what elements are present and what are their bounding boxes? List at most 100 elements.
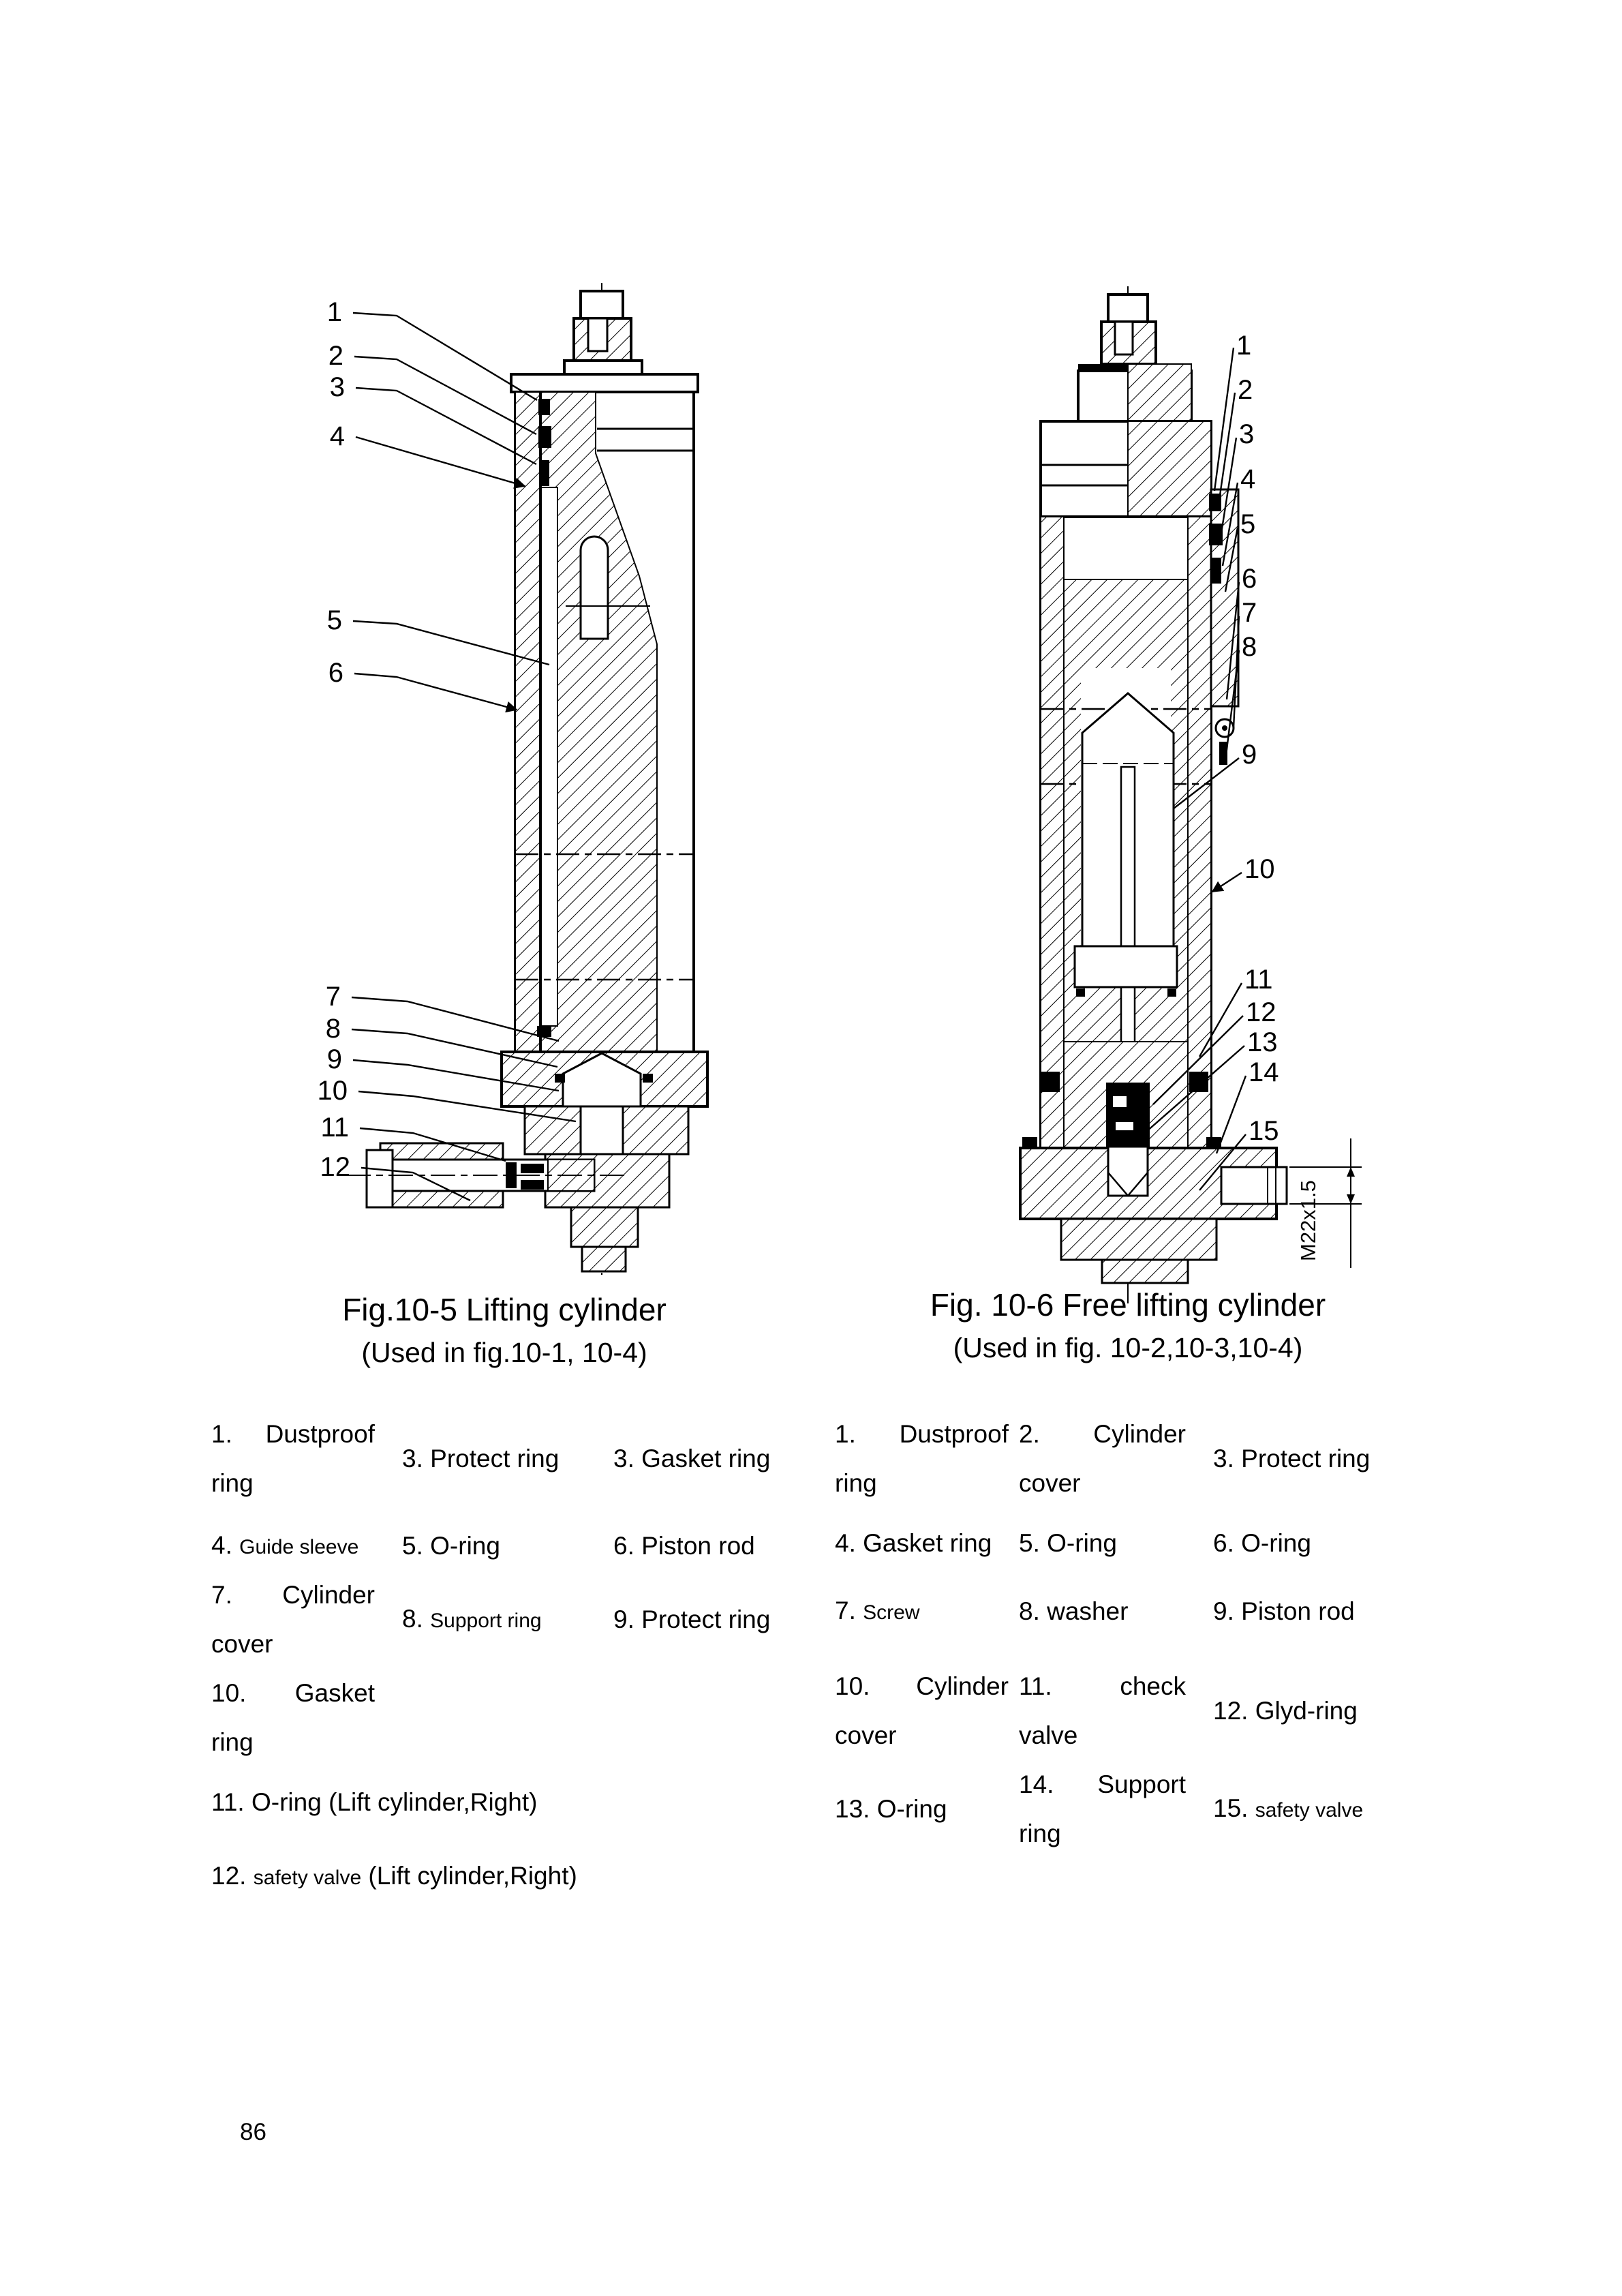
part-name: Glyd-ring <box>1255 1697 1358 1725</box>
caption-subtitle: (Used in fig. 10-2,10-3,10-4) <box>953 1331 1303 1363</box>
part-name: Support ring <box>430 1609 542 1632</box>
part-item: 9. Piston rod <box>1213 1587 1431 1636</box>
parts-row: 7. Cylinder cover 8. Support ring 9. Pro… <box>211 1571 838 1669</box>
base-foot-step <box>1101 1258 1189 1284</box>
dimension-label: M22x1.5 <box>1296 1180 1320 1261</box>
piston-flange <box>1073 945 1178 988</box>
callout-number: 12 <box>1246 997 1276 1027</box>
part-item: 7. Cylinder cover <box>211 1571 375 1669</box>
part-number: 12. <box>211 1862 247 1890</box>
part-number: 5. <box>1019 1529 1040 1557</box>
base-foot-step <box>581 1245 627 1273</box>
seal-block <box>1076 988 1085 997</box>
part-item: 9. Protect ring <box>613 1595 828 1644</box>
part-item: 2. Cylinder cover <box>1019 1410 1186 1508</box>
figure-lifting-cylinder: 1 2 3 4 5 6 7 8 9 10 11 12 <box>318 283 709 1275</box>
leader-line <box>351 1028 558 1068</box>
part-item: 12. safety valve (Lift cylinder,Right) <box>211 1852 838 1901</box>
part-name: Piston rod <box>641 1532 755 1560</box>
part-number: 4. <box>211 1530 232 1559</box>
part-number: 7. <box>211 1581 232 1609</box>
parts-row: 10. Gasket ring <box>211 1669 838 1767</box>
seal-block <box>538 399 550 415</box>
callout-number: 7 <box>326 982 341 1012</box>
caption-fig-10-6: Fig. 10-6 Free lifting cylinder (Used in… <box>842 1286 1414 1365</box>
leader-line <box>361 1166 471 1202</box>
figure-free-lifting-cylinder: M22x1.5 1 2 3 4 5 6 7 8 9 10 11 12 <box>1019 286 1362 1309</box>
callouts-left: 1 2 3 4 5 6 7 8 9 10 11 12 <box>318 297 577 1202</box>
part-note: (Lift cylinder,Right) <box>368 1862 577 1890</box>
right-wall-hatch <box>1187 516 1212 1149</box>
part-name: Cylinder cover <box>1019 1420 1186 1497</box>
seal-block <box>555 1074 565 1083</box>
part-item: 6. O-ring <box>1213 1519 1431 1568</box>
part-number: 8. <box>1019 1597 1040 1625</box>
rod-end-slot <box>587 317 609 352</box>
check-valve-slot <box>1113 1096 1127 1107</box>
part-item: 4. Guide sleeve <box>211 1521 375 1572</box>
caption-title: Fig. 10-6 Free lifting cylinder <box>930 1287 1326 1323</box>
part-number: 5. <box>402 1532 423 1560</box>
leader-line <box>1211 871 1242 893</box>
piston-rod <box>1120 766 1136 1066</box>
funnel-line <box>1107 1172 1129 1196</box>
parts-row: 13. O-ring 14. Support ring 15. safety v… <box>835 1760 1523 1858</box>
caption-subtitle: (Used in fig.10-1, 10-4) <box>361 1336 647 1368</box>
part-number: 1. <box>211 1420 232 1448</box>
part-number: 6. <box>1213 1529 1234 1557</box>
callout-number: 6 <box>1242 564 1257 594</box>
part-number: 7. <box>835 1596 856 1625</box>
part-number: 10. <box>211 1679 247 1707</box>
part-number: 11. <box>1019 1672 1052 1700</box>
part-number: 10. <box>835 1672 870 1700</box>
callout-number: 5 <box>1240 509 1255 539</box>
leader-line <box>1220 437 1238 534</box>
base-foot <box>1060 1218 1218 1261</box>
part-name: O-ring <box>1047 1529 1117 1557</box>
neck-band <box>1078 364 1150 371</box>
part-name: Cylinder cover <box>211 1581 375 1658</box>
callout-number: 8 <box>1242 632 1257 662</box>
seal-block <box>643 1074 653 1083</box>
funnel-line <box>1127 1172 1148 1196</box>
parts-row: 4. Gasket ring 5. O-ring 6. O-ring <box>835 1519 1523 1568</box>
part-item: 10. Cylinder cover <box>835 1662 1009 1760</box>
leader-line <box>1225 581 1240 700</box>
piston-rod-slot <box>579 535 609 640</box>
port-bore <box>1220 1166 1288 1205</box>
leader-line <box>352 620 550 666</box>
part-name: Piston rod <box>1241 1597 1355 1625</box>
part-number: 3. <box>402 1445 423 1472</box>
ball-plug-center <box>1222 725 1227 731</box>
callout-number: 13 <box>1247 1027 1278 1057</box>
part-number: 13. <box>835 1795 870 1823</box>
leader-line <box>355 436 526 489</box>
seal-block <box>1212 558 1221 584</box>
leader-line <box>1146 1045 1245 1132</box>
part-number: 9. <box>1213 1597 1234 1625</box>
seal-block <box>1022 1137 1037 1149</box>
part-number: 3. <box>613 1445 634 1472</box>
part-number: 15. <box>1213 1794 1249 1822</box>
part-item: 4. Gasket ring <box>835 1519 1009 1568</box>
part-name: Dustproof ring <box>835 1420 1009 1497</box>
part-note: (Lift cylinder,Right) <box>328 1788 538 1816</box>
callout-number: 11 <box>1244 965 1273 995</box>
port-end-cap <box>365 1149 394 1209</box>
callout-number: 14 <box>1249 1057 1279 1087</box>
part-item: 1. Dustproof ring <box>211 1410 375 1508</box>
seal-block <box>540 460 549 486</box>
part-name: Protect ring <box>430 1445 560 1472</box>
part-name: O-ring <box>1241 1529 1311 1557</box>
part-name: Gasket ring <box>641 1445 771 1472</box>
leader-line <box>1198 982 1243 1057</box>
gland-strip <box>1210 488 1240 708</box>
seal-block <box>1206 1137 1221 1149</box>
part-number: 11. <box>211 1788 245 1816</box>
callout-number: 3 <box>330 372 345 402</box>
leader-line <box>354 355 537 436</box>
part-number: 14. <box>1019 1770 1054 1798</box>
part-item: 1. Dustproof ring <box>835 1410 1009 1508</box>
part-number: 4. <box>835 1529 856 1557</box>
seal-block <box>1167 988 1176 997</box>
